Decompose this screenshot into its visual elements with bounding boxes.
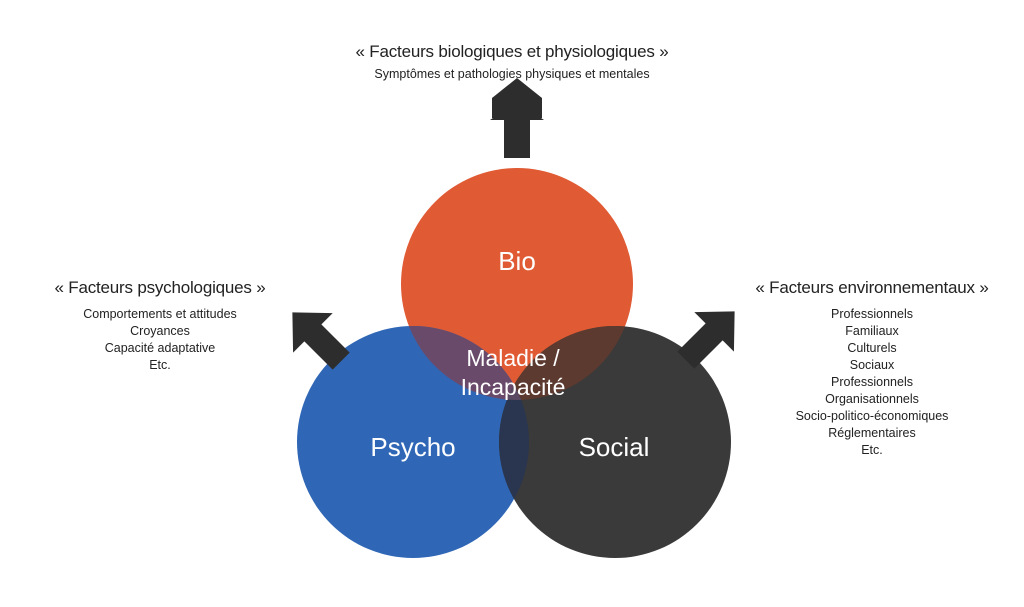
- arrow-up-icon: [492, 78, 542, 118]
- environmental-title: « Facteurs environnementaux »: [755, 278, 989, 297]
- arrow-up-head: [490, 102, 544, 120]
- biological-title: « Facteurs biologiques et physiologiques…: [355, 42, 669, 61]
- list-item: Comportements et attitudes: [83, 307, 237, 321]
- bio-label: Bio: [498, 246, 536, 276]
- list-item: Familiaux: [845, 324, 899, 338]
- list-item: Réglementaires: [828, 426, 916, 440]
- list-item: Professionnels: [831, 375, 913, 389]
- bio-psycho-overlap: [401, 326, 529, 400]
- list-item: Etc.: [861, 443, 883, 457]
- environmental-header: « Facteurs environnementaux »: [722, 278, 1022, 298]
- list-item: Etc.: [149, 358, 171, 372]
- arrow-up-shaft: [504, 115, 530, 158]
- psychological-list: Comportements et attitudes Croyances Cap…: [60, 306, 260, 374]
- list-item: Culturels: [847, 341, 897, 355]
- biological-subtitle: Symptômes et pathologies physiques et me…: [374, 67, 650, 81]
- list-item: Capacité adaptative: [104, 341, 216, 355]
- arrow-up-left-icon: [292, 312, 350, 370]
- center-label-line2: Incapacité: [461, 374, 566, 400]
- bio-social-overlap: [499, 326, 633, 400]
- list-item: Sociaux: [849, 358, 895, 372]
- psychological-header: « Facteurs psychologiques »: [20, 278, 300, 298]
- list-item: Socio-politico-économiques: [795, 409, 949, 423]
- psychological-title: « Facteurs psychologiques »: [54, 278, 266, 297]
- list-item: Professionnels: [831, 307, 913, 321]
- arrow-up-right-icon: [677, 311, 735, 369]
- psycho-label: Psycho: [370, 432, 455, 462]
- environmental-list: Professionnels Familiaux Culturels Socia…: [762, 306, 982, 459]
- list-item: Organisationnels: [825, 392, 919, 406]
- center-label-line1: Maladie /: [466, 345, 560, 371]
- list-item: Croyances: [130, 324, 190, 338]
- social-label: Social: [579, 432, 650, 462]
- biological-header: « Facteurs biologiques et physiologiques…: [262, 42, 762, 83]
